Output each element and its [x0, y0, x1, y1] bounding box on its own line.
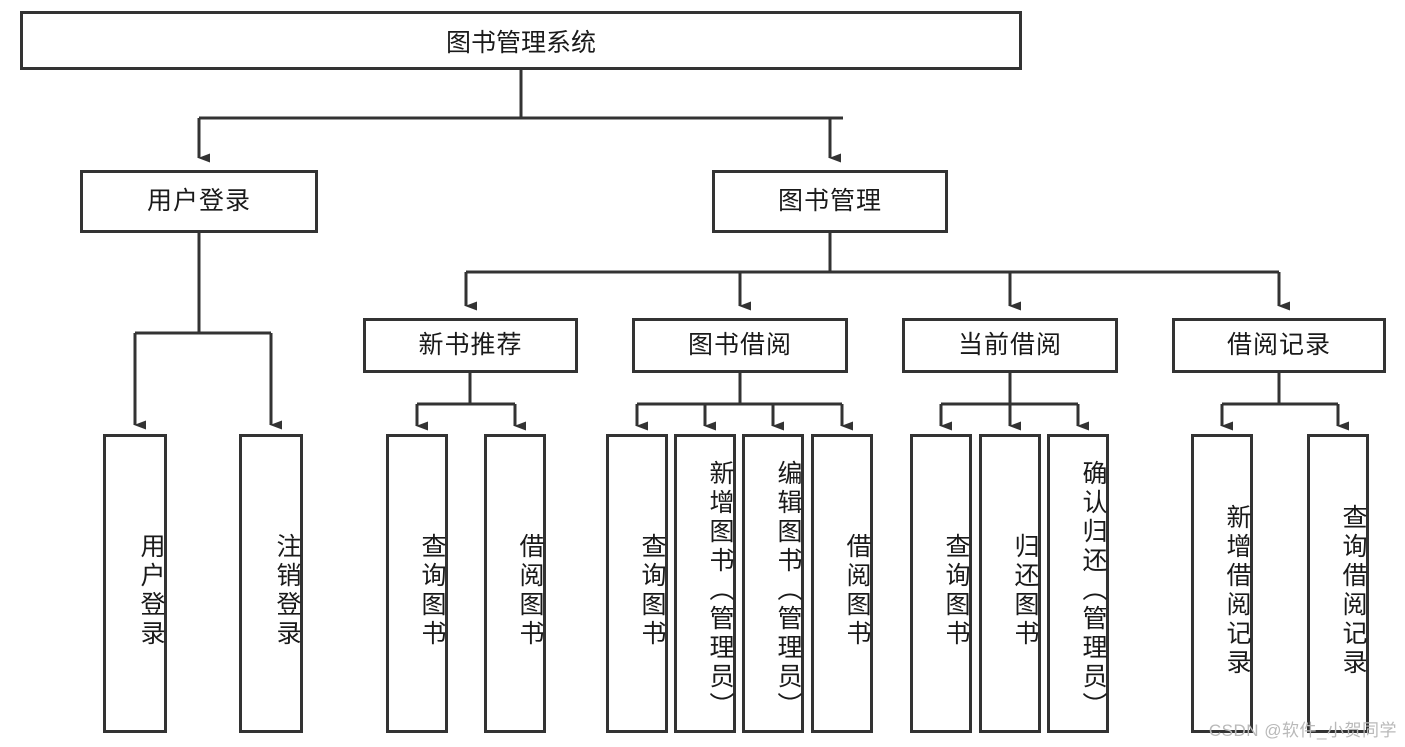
leaf-query-book-3[interactable]: 查询图书: [910, 434, 972, 733]
leaf-query-book-1[interactable]: 查询图书: [386, 434, 448, 733]
leaf-borrow-book-2[interactable]: 借阅图书: [811, 434, 873, 733]
leaf-edit-book[interactable]: 编辑图书（管理员）: [742, 434, 804, 733]
node-root-title[interactable]: 图书管理系统: [20, 11, 1022, 70]
node-current-borrow-label: 当前借阅: [957, 330, 1062, 359]
leaf-user-login[interactable]: 用户登录: [103, 434, 167, 733]
csdn-watermark: CSDN @软件_小贺同学: [1208, 721, 1397, 740]
node-book-manage[interactable]: 图书管理: [712, 170, 948, 233]
leaf-query-book-1-label: 查询图书: [418, 532, 446, 649]
node-user-login[interactable]: 用户登录: [80, 170, 318, 233]
node-borrow-record-label: 借阅记录: [1226, 330, 1331, 359]
node-borrow-record[interactable]: 借阅记录: [1172, 318, 1386, 373]
leaf-confirm-return-label: 确认归还（管理员）: [1079, 460, 1107, 721]
node-new-book-recommend[interactable]: 新书推荐: [363, 318, 578, 373]
leaf-query-book-2-label: 查询图书: [638, 532, 666, 649]
node-book-borrow-label: 图书借阅: [687, 330, 792, 359]
leaf-add-book-label: 新增图书（管理员）: [706, 460, 734, 721]
leaf-return-book-label: 归还图书: [1011, 532, 1039, 649]
leaf-user-login-label: 用户登录: [137, 532, 165, 649]
leaf-confirm-return[interactable]: 确认归还（管理员）: [1047, 434, 1109, 733]
leaf-query-record[interactable]: 查询借阅记录: [1307, 434, 1369, 733]
leaf-query-book-2[interactable]: 查询图书: [606, 434, 668, 733]
leaf-borrow-book-1-label: 借阅图书: [516, 532, 544, 649]
leaf-add-book[interactable]: 新增图书（管理员）: [674, 434, 736, 733]
leaf-return-book[interactable]: 归还图书: [979, 434, 1041, 733]
leaf-add-record[interactable]: 新增借阅记录: [1191, 434, 1253, 733]
node-current-borrow[interactable]: 当前借阅: [902, 318, 1118, 373]
leaf-borrow-book-1[interactable]: 借阅图书: [484, 434, 546, 733]
leaf-user-logout[interactable]: 注销登录: [239, 434, 303, 733]
node-user-login-label: 用户登录: [146, 186, 251, 215]
leaf-add-record-label: 新增借阅记录: [1223, 503, 1251, 678]
leaf-user-logout-label: 注销登录: [273, 532, 301, 649]
leaf-query-book-3-label: 查询图书: [942, 532, 970, 649]
leaf-borrow-book-2-label: 借阅图书: [843, 532, 871, 649]
node-root-label: 图书管理系统: [445, 28, 596, 57]
leaf-query-record-label: 查询借阅记录: [1339, 503, 1367, 678]
leaf-edit-book-label: 编辑图书（管理员）: [774, 460, 802, 721]
node-new-book-recommend-label: 新书推荐: [418, 330, 523, 359]
node-book-borrow[interactable]: 图书借阅: [632, 318, 848, 373]
node-book-manage-label: 图书管理: [777, 186, 882, 215]
